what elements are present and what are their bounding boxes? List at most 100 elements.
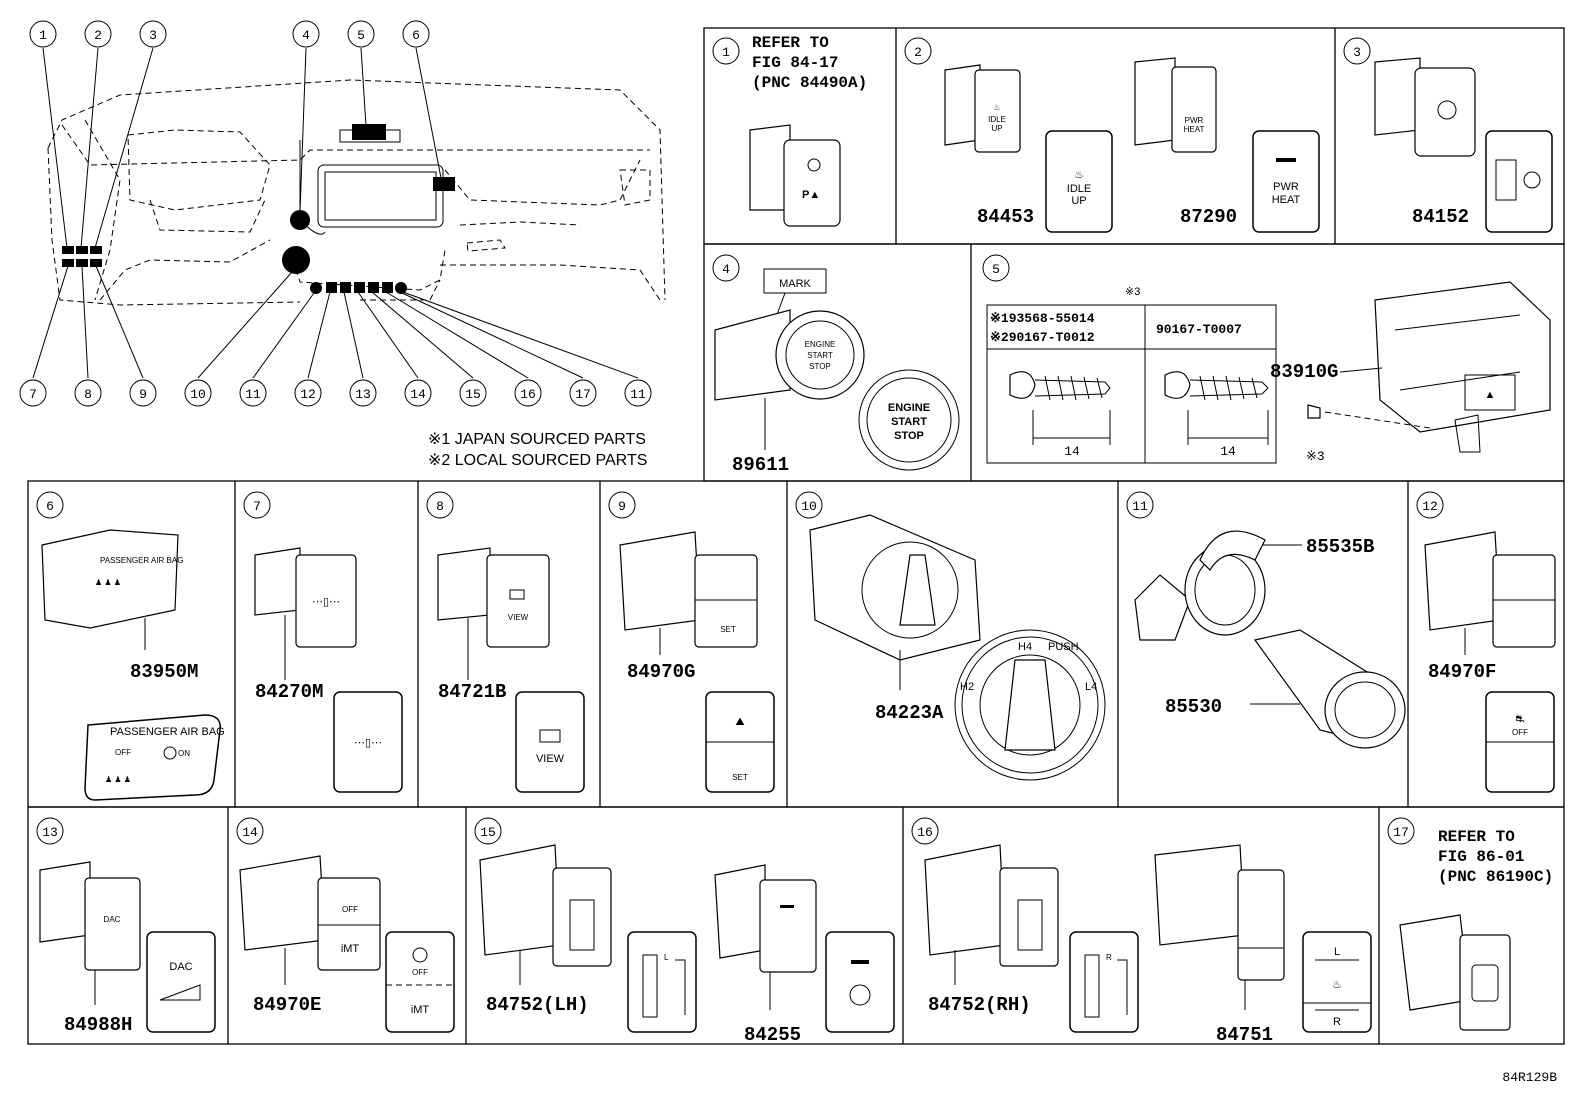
part-number: 84970E <box>253 994 321 1016</box>
panel-16: 16 84752(RH) R 84751 L ♨ R <box>911 817 1372 1046</box>
push-label: PUSH <box>1048 641 1079 653</box>
r-label: R <box>1333 1016 1341 1028</box>
screw-part-right: 90167-T0007 <box>1156 322 1242 337</box>
part-number: 84970F <box>1428 661 1496 683</box>
callout-4: 4 <box>302 28 310 43</box>
part-number: 87290 <box>1180 206 1237 228</box>
part-number: 84751 <box>1216 1024 1273 1046</box>
callout-11: 11 <box>245 387 261 402</box>
dashboard-overview: 1 2 3 4 5 6 7 8 9 10 11 12 13 14 15 16 1… <box>19 20 666 469</box>
note-japan: ※1 JAPAN SOURCED PARTS <box>428 431 646 448</box>
airbag-label-small: PASSENGER AIR BAG <box>100 556 183 565</box>
callout-16: 16 <box>520 387 536 402</box>
panel-2: 2 ♨ IDLE UP ♨ IDLE UP 84453 PWR HEAT PWR… <box>904 37 1320 233</box>
airbag-label: PASSENGER AIR BAG <box>110 726 225 738</box>
part-number: 84270M <box>255 681 323 703</box>
up-label-large: UP <box>1071 195 1086 207</box>
callout-14: 14 <box>410 387 426 402</box>
panel-3: 3 84152 <box>1343 37 1553 233</box>
ref-line-2: FIG 86-01 <box>1438 848 1524 866</box>
callout-2: 2 <box>94 28 102 43</box>
set-label: SET <box>732 773 748 782</box>
panel-callout: 3 <box>1353 45 1361 60</box>
panel-17: 17 REFER TO FIG 86-01 (PNC 86190C) <box>1387 817 1553 1031</box>
part-number-cap: 85535B <box>1306 536 1374 558</box>
callout-11b: 11 <box>630 387 646 402</box>
panel-callout: 13 <box>42 825 58 840</box>
panel-5: 5 ※3 ※193568-55014 ※290167-T0012 90167-T… <box>982 254 1551 464</box>
defog-icon: ⋯▯⋯ <box>312 596 340 608</box>
idle-up-symbol-icon: ♨ <box>1074 169 1084 181</box>
screw-part-left-1: ※193568-55014 <box>990 311 1095 326</box>
callout-12: 12 <box>300 387 316 402</box>
panel-callout: 9 <box>618 499 626 514</box>
panel-14: 14 OFF iMT 84970E OFF iMT <box>236 817 455 1033</box>
seat-label-l: L <box>664 953 669 962</box>
panel-callout: 2 <box>914 45 922 60</box>
part-number: 84223A <box>875 702 944 724</box>
part-number-rh: 84752(RH) <box>928 994 1031 1016</box>
h4-label: H4 <box>1018 641 1032 653</box>
part-number-socket: 85530 <box>1165 696 1222 718</box>
start-label-large: START <box>891 416 927 428</box>
callout-5: 5 <box>357 28 365 43</box>
panel-callout: 6 <box>46 499 54 514</box>
view-label-small: VIEW <box>508 613 529 622</box>
mark-label: MARK <box>779 278 811 290</box>
part-number-lh: 84752(LH) <box>486 994 589 1016</box>
off-label-small: OFF <box>342 905 358 914</box>
dim-left: 14 <box>1064 444 1080 459</box>
ref-line-2: FIG 84-17 <box>752 54 838 72</box>
panel-callout: 1 <box>722 45 730 60</box>
idle-label: IDLE <box>988 115 1006 124</box>
idle-up-icon: ♨ <box>993 103 1000 112</box>
panel-10: 10 84223A H4 PUSH L4 H2 <box>795 491 1106 781</box>
panel-callout: 11 <box>1132 499 1148 514</box>
callout-6: 6 <box>412 28 420 43</box>
panel-11: 11 85535B 85530 <box>1126 491 1406 749</box>
seat-label-r: R <box>1106 953 1112 962</box>
hazard-icon: ▲ <box>1485 389 1496 401</box>
panel-6: 6 PASSENGER AIR BAG ♟ ♟ ♟ 83950M PASSENG… <box>36 491 225 801</box>
seat-icons: ♟ ♟ ♟ <box>95 578 121 587</box>
callout-17: 17 <box>575 387 591 402</box>
callout-15: 15 <box>465 387 481 402</box>
dim-right: 14 <box>1220 444 1236 459</box>
traction-icon: ⛐ <box>1515 713 1525 725</box>
panel-8: 8 VIEW 84721B VIEW <box>426 491 585 793</box>
part-number: 84988H <box>64 1014 132 1036</box>
panel-7: 7 ⋯▯⋯ 84270M ⋯▯⋯ <box>243 491 403 793</box>
callout-10: 10 <box>190 387 206 402</box>
panel-9: 9 SET 84970G ⛰ SET <box>608 491 775 793</box>
seat-icons-large: ♟ ♟ ♟ <box>105 775 131 784</box>
part-number: 84970G <box>627 661 695 683</box>
part-number: 84721B <box>438 681 506 703</box>
engine-label: ENGINE <box>805 340 836 349</box>
panel-15: 15 84752(LH) L 84255 <box>474 817 895 1046</box>
panel-13: 13 DAC 84988H DAC <box>36 817 216 1036</box>
panel-callout: 15 <box>480 825 496 840</box>
dac-label-small: DAC <box>104 915 121 924</box>
panel-callout: 16 <box>917 825 933 840</box>
note-local: ※2 LOCAL SOURCED PARTS <box>428 452 647 469</box>
star-note: ※3 <box>1125 286 1140 298</box>
seat-heater-icon: ♨ <box>1332 979 1342 991</box>
star-note-bottom: ※3 <box>1306 449 1325 464</box>
stop-label: STOP <box>809 362 831 371</box>
off-label: OFF <box>1512 728 1528 737</box>
callout-7: 7 <box>29 387 37 402</box>
callout-9: 9 <box>139 387 147 402</box>
part-number: 84255 <box>744 1024 801 1046</box>
defog-icon-large: ⋯▯⋯ <box>354 737 382 749</box>
heat-label-large: HEAT <box>1272 194 1301 206</box>
part-number: 84152 <box>1412 206 1469 228</box>
ref-line-1: REFER TO <box>1438 828 1515 846</box>
airbag-on-label: ON <box>178 749 190 758</box>
callout-13: 13 <box>355 387 371 402</box>
panel-callout: 14 <box>242 825 258 840</box>
l4-label: L4 <box>1085 681 1097 693</box>
imt-label: iMT <box>411 1004 430 1016</box>
up-label: UP <box>991 124 1002 133</box>
